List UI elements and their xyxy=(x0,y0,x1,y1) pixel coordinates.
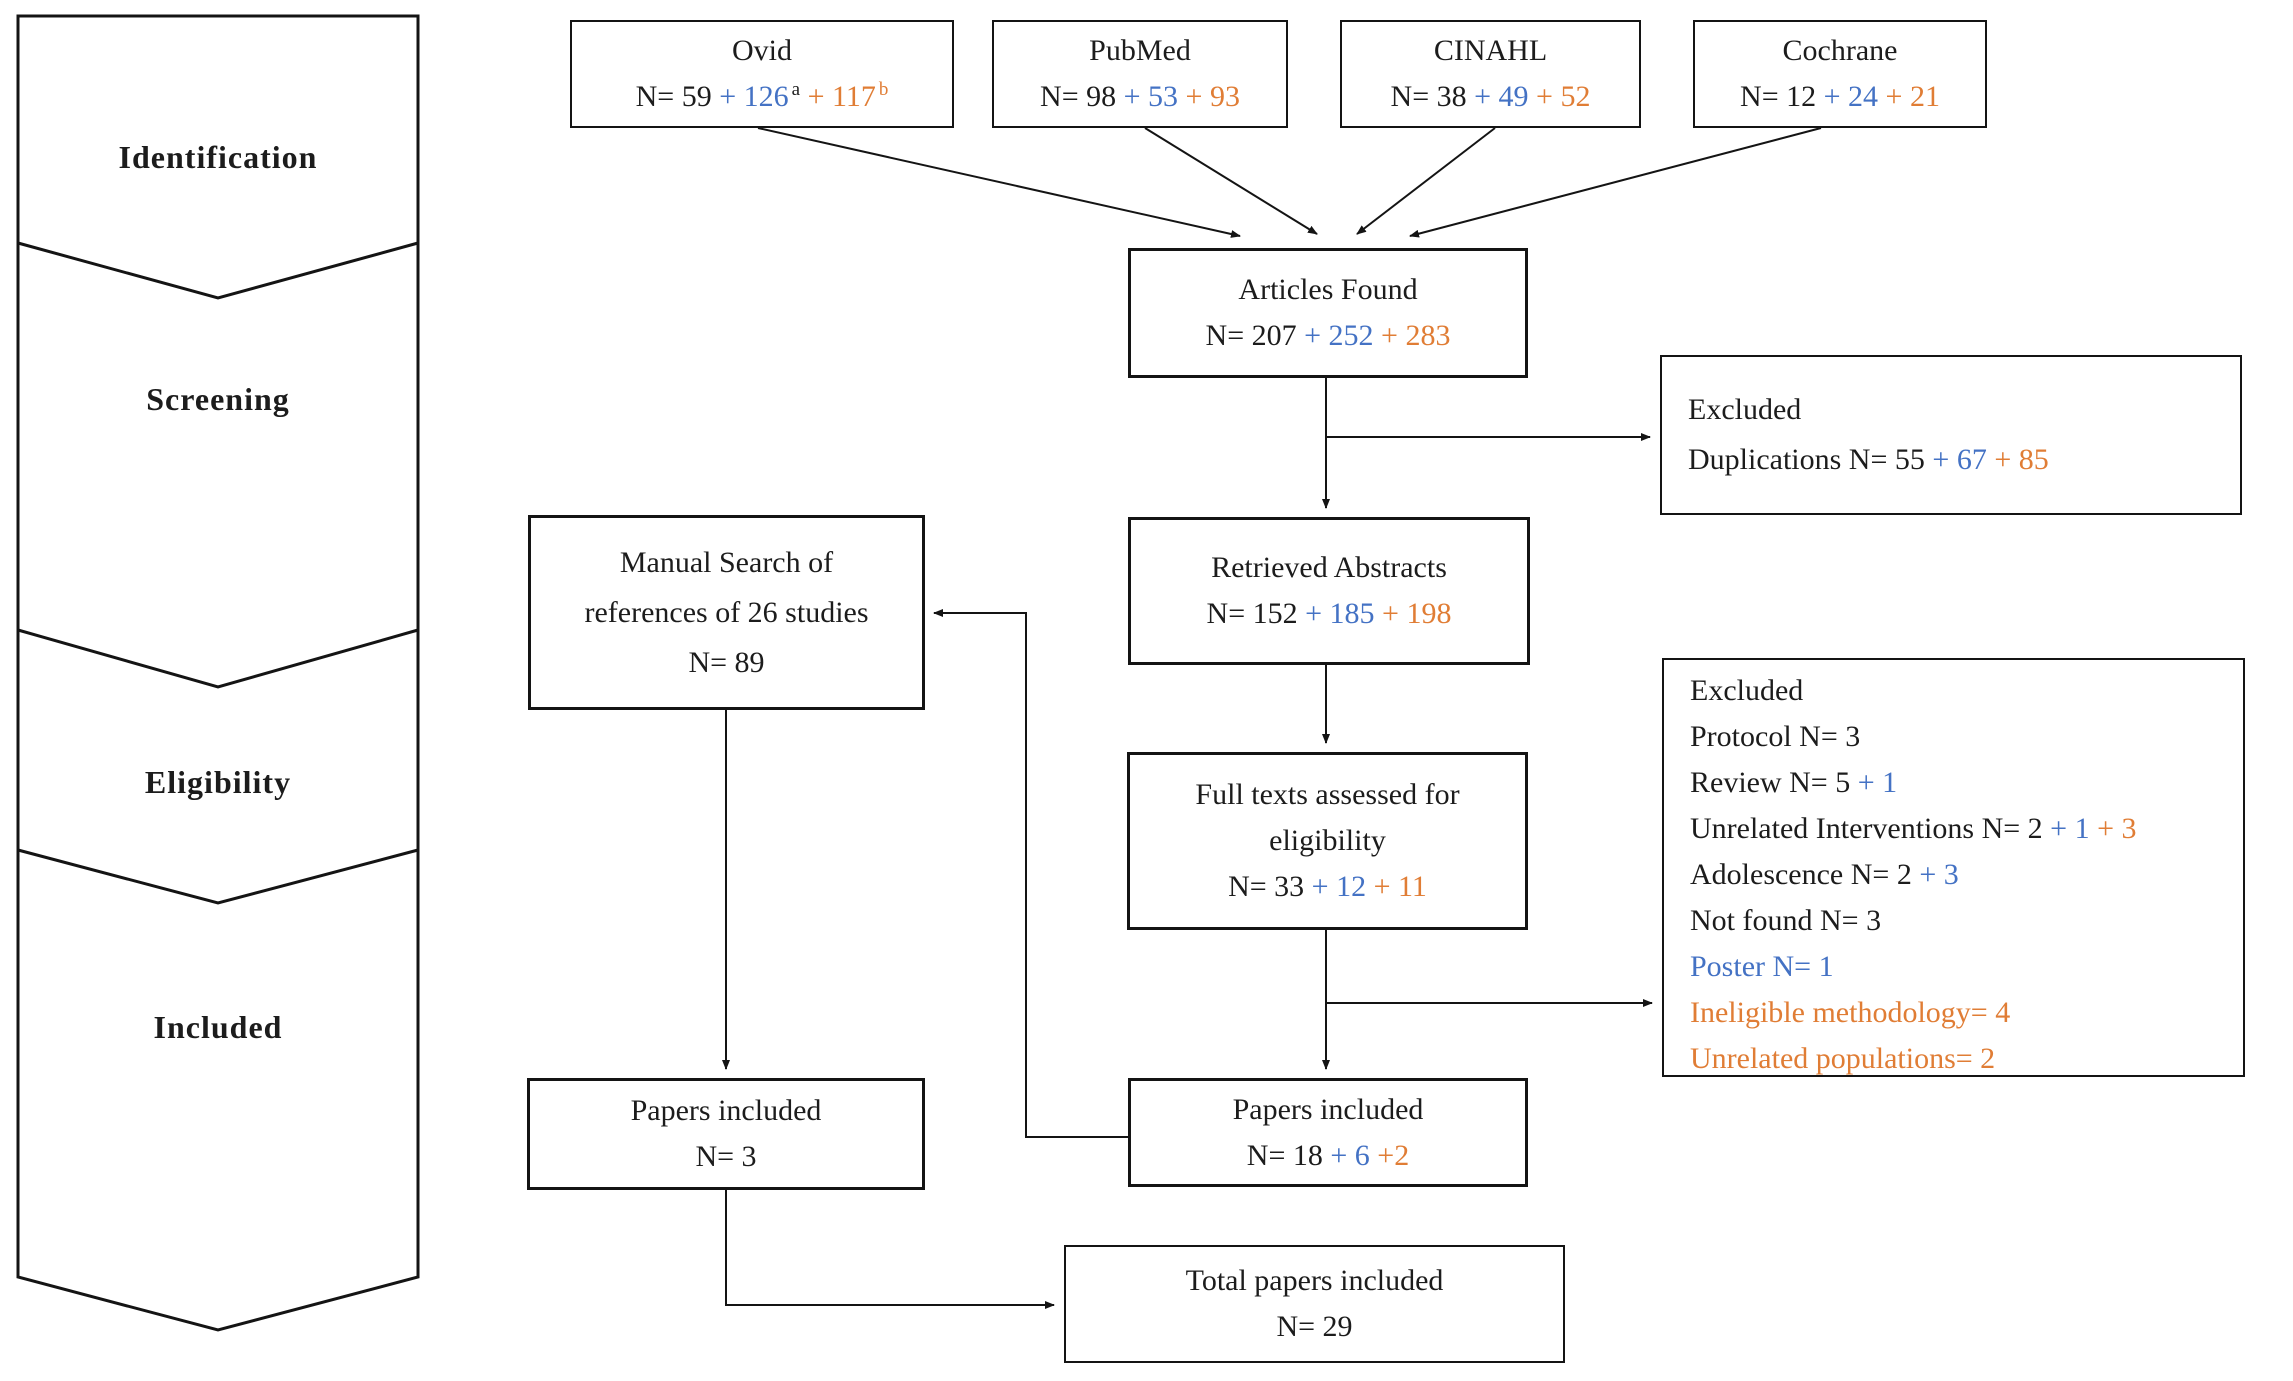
stage-label-screening: Screening xyxy=(146,381,290,417)
source-title: PubMed xyxy=(1089,34,1191,67)
footnote-a: a xyxy=(791,79,801,100)
excluded-item-unrelated-interventions: Unrelated Interventions N= 2 + 1 + 3 xyxy=(1690,812,2137,845)
excluded-item-adolescence: Adolescence N= 2 + 3 xyxy=(1690,858,1959,891)
box-title-line1: Full texts assessed for xyxy=(1195,778,1460,811)
source-count: N= 38 + 49 + 52 xyxy=(1390,80,1591,113)
articles-found-box: Articles Found N= 207 + 252 + 283 xyxy=(1128,248,1528,378)
excluded-item-review: Review N= 5 + 1 xyxy=(1690,766,1898,799)
source-title: Cochrane xyxy=(1782,34,1898,67)
total-included-box: Total papers included N= 29 xyxy=(1064,1245,1565,1363)
source-box-cochrane: Cochrane N= 12 + 24 + 21 xyxy=(1693,20,1987,128)
excluded-item-ineligible-methodology: Ineligible methodology= 4 xyxy=(1690,996,2011,1029)
box-count: N= 152 + 185 + 198 xyxy=(1206,597,1452,630)
source-title: Ovid xyxy=(732,34,792,67)
box-title-line2: references of 26 studies xyxy=(584,595,869,629)
source-count: N= 12 + 24 + 21 xyxy=(1740,80,1940,113)
stage-label-included: Included xyxy=(153,1009,283,1045)
excluded-title: Excluded xyxy=(1688,393,1802,426)
stage-divider-3 xyxy=(17,848,419,905)
manual-search-box: Manual Search of references of 26 studie… xyxy=(528,515,925,710)
excluded-item-unrelated-populations: Unrelated populations= 2 xyxy=(1690,1042,1996,1075)
arrow-ovid-to-articles xyxy=(757,127,1241,238)
arrow-cochrane-to-articles xyxy=(1409,127,1822,238)
excluded-item-not-found: Not found N= 3 xyxy=(1690,904,1882,937)
excluded-eligibility-box: Excluded Protocol N= 3 Review N= 5 + 1 U… xyxy=(1662,658,2245,1077)
stage-chevron-band xyxy=(16,14,420,1332)
full-texts-box: Full texts assessed for eligibility N= 3… xyxy=(1127,752,1528,930)
excluded-title: Excluded xyxy=(1690,674,1804,707)
papers-included-manual-box: Papers included N= 3 xyxy=(527,1078,925,1190)
box-title-line2: eligibility xyxy=(1269,824,1386,857)
box-count: N= 29 xyxy=(1276,1310,1353,1343)
box-title: Articles Found xyxy=(1238,273,1418,306)
source-box-cinahl: CINAHL N= 38 + 49 + 52 xyxy=(1340,20,1641,128)
box-count: N= 3 xyxy=(695,1140,757,1173)
source-count: N= 98 + 53 + 93 xyxy=(1040,80,1240,113)
excluded-item-poster: Poster N= 1 xyxy=(1690,950,1834,983)
arrow-papers-to-manual-search xyxy=(933,609,1128,1138)
arrow-cinahl-to-articles xyxy=(1356,127,1496,235)
box-title-line1: Manual Search of xyxy=(619,545,834,579)
box-count: N= 207 + 252 + 283 xyxy=(1205,319,1451,352)
arrow-papers-manual-to-total xyxy=(725,1190,1055,1309)
excluded-item-protocol: Protocol N= 3 xyxy=(1690,720,1861,753)
stage-divider-1 xyxy=(17,241,419,300)
stage-band-outline xyxy=(16,14,420,1332)
box-count: N= 89 xyxy=(688,645,765,679)
stage-divider-2 xyxy=(17,628,419,689)
source-title: CINAHL xyxy=(1433,34,1548,67)
box-title: Total papers included xyxy=(1185,1264,1444,1297)
box-count: N= 18 + 6 +2 xyxy=(1246,1138,1410,1172)
box-title: Papers included xyxy=(630,1094,822,1127)
stage-label-eligibility: Eligibility xyxy=(144,764,292,800)
box-count: N= 33 + 12 + 11 xyxy=(1228,870,1427,903)
retrieved-abstracts-box: Retrieved Abstracts N= 152 + 185 + 198 xyxy=(1128,517,1530,665)
footnote-b: b xyxy=(878,79,889,100)
duplications-count: Duplications N= 55 + 67 + 85 xyxy=(1688,443,2049,476)
papers-included-main-box: Papers included N= 18 + 6 +2 xyxy=(1128,1078,1528,1187)
source-box-pubmed: PubMed N= 98 + 53 + 93 xyxy=(992,20,1288,128)
box-title: Papers included xyxy=(1232,1092,1424,1126)
excluded-duplications-box: Excluded Duplications N= 55 + 67 + 85 xyxy=(1660,355,2242,515)
arrow-pubmed-to-articles xyxy=(1144,127,1318,235)
stage-label-identification: Identification xyxy=(118,139,318,175)
box-title: Retrieved Abstracts xyxy=(1211,551,1447,584)
